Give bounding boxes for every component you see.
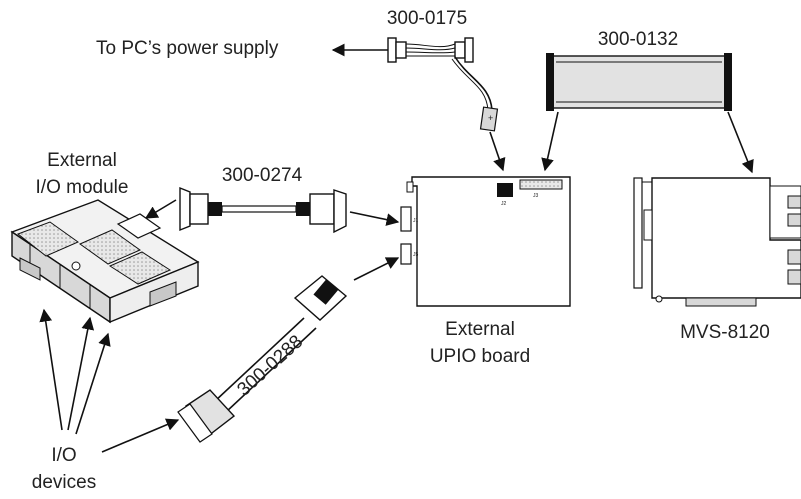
io-devices-label-line2: devices <box>32 472 96 493</box>
mvs-8120-board <box>633 177 801 307</box>
io-devices-label-line1: I/O <box>51 445 76 466</box>
io-module-label-line1: External <box>47 150 117 171</box>
board-j5-label: J5 <box>413 252 419 258</box>
board-j2-label: J2 <box>501 201 507 207</box>
power-cable-300-0175: + <box>387 37 499 132</box>
ribbon-cable-300-0132 <box>546 53 732 111</box>
board-chip <box>497 183 513 197</box>
board-dsub-j5 <box>400 243 412 265</box>
board-j3-label: J3 <box>533 193 539 199</box>
power-to-board-arrow <box>489 131 506 172</box>
board-ribbon-header <box>519 179 563 190</box>
devices-arrow-4 <box>101 418 180 453</box>
devices-arrow-2 <box>67 316 95 431</box>
cable-io-label: 300-0288 <box>233 331 307 400</box>
upio-label-line2: UPIO board <box>430 346 530 367</box>
external-upio-board: J2 J3 J1 J5 <box>400 176 571 307</box>
devices-arrow-1 <box>39 308 63 431</box>
dsub-to-board-arrow <box>349 211 400 226</box>
dsub-to-io-module-arrow <box>144 199 177 219</box>
ribbon-to-mvs-arrow <box>727 111 754 174</box>
devices-arrow-3 <box>75 332 111 435</box>
mvs-label: MVS-8120 <box>680 322 770 343</box>
cable-power-label: 300-0175 <box>387 8 467 29</box>
cable-ribbon-label: 300-0132 <box>598 29 678 50</box>
power-plug-plus: + <box>488 113 493 123</box>
io-module-label-line2: I/O module <box>36 177 129 198</box>
io-cable-300-0288 <box>177 275 348 443</box>
power-supply-label: To PC’s power supply <box>96 38 279 59</box>
upio-label-line1: External <box>445 319 515 340</box>
board-j1-label: J1 <box>413 218 419 224</box>
board-dsub-j1 <box>400 206 412 232</box>
ribbon-to-board-arrow <box>541 111 559 172</box>
io-cable-to-board-arrow <box>353 257 400 281</box>
dsub-cable-300-0274 <box>179 186 347 234</box>
cable-dsub-label: 300-0274 <box>222 165 303 186</box>
external-io-module <box>10 199 200 324</box>
